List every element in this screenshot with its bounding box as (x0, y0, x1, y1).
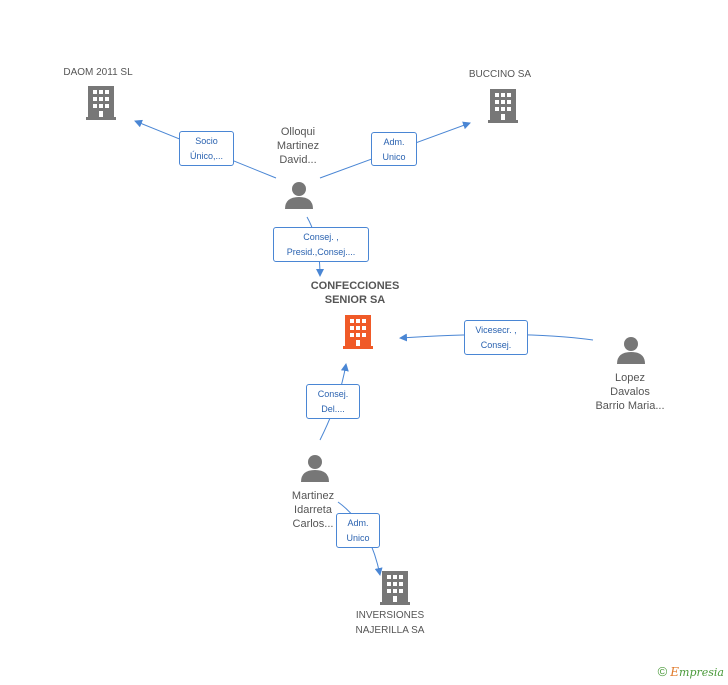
node-label-line: Barrio Maria... (595, 400, 665, 412)
node-label-line: INVERSIONES (355, 610, 425, 621)
edge-label-consej-martinez[interactable]: Consej. Del.... (306, 384, 360, 419)
edge-label-line: Vicesecr. , (475, 325, 517, 335)
edge-label-socio[interactable]: Socio Único,... (179, 131, 234, 166)
node-label-line: Carlos... (292, 518, 334, 530)
edge-label-line: Único,... (189, 151, 223, 161)
building-icon[interactable] (86, 86, 116, 120)
edge-label-line: Adm. (347, 518, 369, 528)
node-label-line: NAJERILLA SA (355, 625, 425, 636)
person-icon[interactable] (617, 337, 645, 364)
node-label-olloqui[interactable]: Olloqui Martinez David... (258, 125, 338, 167)
footer-brand[interactable]: © Empresia (658, 664, 724, 679)
edge-label-line: Presid.,Consej.... (286, 247, 356, 257)
edge-label-vicesecr[interactable]: Vicesecr. , Consej. (464, 320, 528, 355)
building-icon[interactable] (488, 89, 518, 123)
node-label-line: SENIOR SA (324, 294, 386, 306)
node-label-line: Idarreta (294, 504, 332, 516)
node-label-daom[interactable]: DAOM 2011 SL (63, 67, 133, 78)
node-label-line: Davalos (610, 386, 650, 398)
node-label-line: Lopez (615, 372, 645, 384)
brand-initial: E (670, 665, 680, 679)
node-label-line: David... (279, 154, 317, 166)
person-icon[interactable] (285, 182, 313, 209)
node-label-line: Martinez (276, 140, 320, 152)
building-icon[interactable] (380, 571, 410, 605)
edge-label-line: Adm. (383, 137, 405, 147)
edge-label-line: Consej. (480, 340, 512, 350)
edge-label-line: Unico (382, 152, 406, 162)
copyright-symbol: © (657, 664, 668, 679)
edge-label-adm-buccino[interactable]: Adm. Unico (371, 132, 417, 166)
edge-label-consej-olloqui[interactable]: Consej. , Presid.,Consej.... (273, 227, 369, 262)
node-label-line: Olloqui (280, 126, 316, 138)
node-label-line: CONFECCIONES (310, 280, 400, 292)
edge-label-line: Unico (346, 533, 370, 543)
edge-label-line: Del.... (321, 404, 345, 414)
edge-label-line: Consej. (317, 389, 349, 399)
node-label-line: Martinez (291, 490, 335, 502)
node-label-buccino[interactable]: BUCCINO SA (468, 69, 532, 80)
node-label-inversiones[interactable]: INVERSIONES NAJERILLA SA (340, 608, 440, 638)
node-label-lopez[interactable]: Lopez Davalos Barrio Maria... (580, 371, 680, 413)
edge-label-adm-inversiones[interactable]: Adm. Unico (336, 513, 380, 548)
node-label-confecciones[interactable]: CONFECCIONES SENIOR SA (295, 279, 415, 307)
brand-name: mpresia (679, 666, 724, 679)
node-label-martinez[interactable]: Martinez Idarreta Carlos... (273, 489, 353, 531)
building-icon[interactable] (343, 315, 373, 349)
person-icon[interactable] (301, 455, 329, 482)
edge-label-line: Consej. , (303, 232, 339, 242)
edge-label-line: Socio (195, 136, 218, 146)
